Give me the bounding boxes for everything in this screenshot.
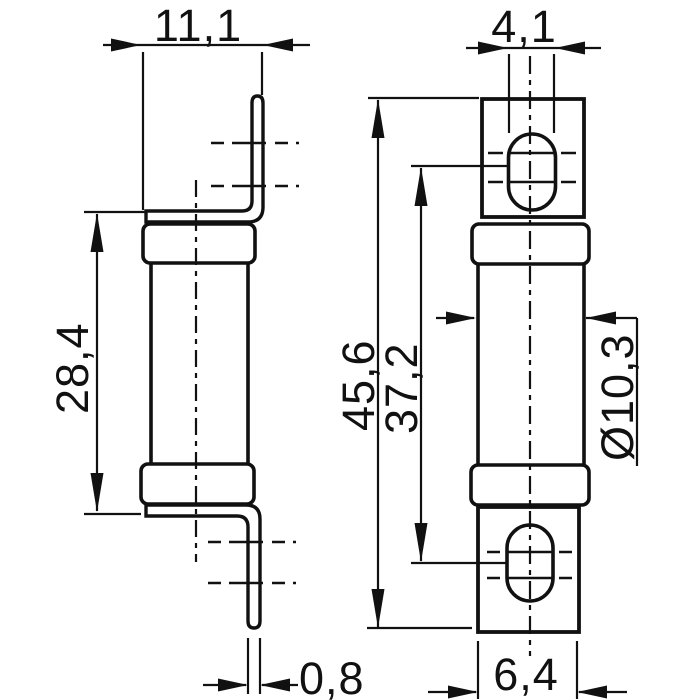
- arrow-up-icon: [371, 99, 385, 138]
- arrow-left-icon: [555, 41, 585, 55]
- arrow-up-icon: [90, 213, 104, 252]
- dim-label-tag-width: 6,4: [493, 649, 559, 700]
- side-view: [139, 94, 299, 630]
- dim-label-body-diameter: Ø10,3: [592, 333, 643, 461]
- dim-label-slot-width: 4,1: [491, 1, 557, 52]
- arrow-up-icon: [414, 167, 428, 206]
- arrow-left-icon: [263, 38, 293, 52]
- dim-overall-height: 45,6: [333, 96, 479, 630]
- arrow-right-icon: [478, 41, 508, 55]
- side-body: [149, 259, 250, 469]
- dim-bracket-offset: 11,1: [103, 0, 310, 210]
- side-top-cap: [141, 222, 257, 265]
- arrow-right-icon: [111, 38, 141, 52]
- dim-tag-thickness: 0,8: [203, 638, 365, 700]
- front-view: [469, 56, 591, 656]
- dim-label-bracket-offset: 11,1: [154, 0, 242, 51]
- dim-tag-width: 6,4: [428, 641, 627, 700]
- arrow-down-icon: [414, 523, 428, 562]
- dim-body-diameter: Ø10,3: [436, 311, 643, 466]
- dim-slot-width: 4,1: [466, 1, 601, 133]
- arrow-right-icon: [218, 678, 248, 692]
- side-top-blade-tag: [144, 94, 265, 224]
- dimensions: 11,1 4,1 28,4 45,6: [47, 0, 643, 700]
- arrow-right-icon: [446, 311, 476, 325]
- dim-label-overall-height: 45,6: [333, 339, 384, 431]
- dim-label-slot-centres: 37,2: [376, 342, 427, 434]
- side-bottom-cap: [139, 462, 256, 506]
- front-top-slot: [506, 132, 558, 212]
- top-slot-centerlines: [488, 151, 576, 184]
- arrow-down-icon: [90, 473, 104, 512]
- arrow-right-icon: [448, 685, 478, 699]
- dim-label-tag-thickness: 0,8: [299, 653, 365, 700]
- dim-slot-centres: 37,2: [376, 164, 509, 565]
- arrow-down-icon: [371, 589, 385, 628]
- dim-label-between-tags: 28,4: [47, 322, 98, 414]
- side-bottom-blade-tag: [144, 503, 262, 630]
- dim-between-tags: 28,4: [47, 210, 145, 516]
